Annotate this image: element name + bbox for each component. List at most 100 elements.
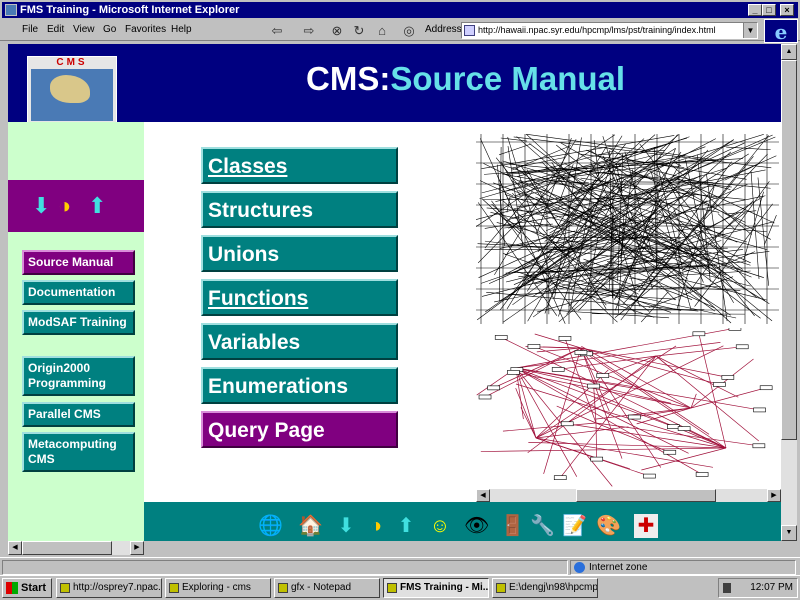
ie-window-icon[interactable] xyxy=(5,4,17,16)
tools-icon[interactable]: 🔧 xyxy=(530,515,555,537)
nav-icon-band xyxy=(8,180,144,232)
down-arrow-icon[interactable]: ⬇ xyxy=(32,193,51,218)
sidebar-item-parallel-cms[interactable]: Parallel CMS xyxy=(22,402,135,427)
address-input[interactable]: http://hawaii.npac.syr.edu/hpcmp/lms/pst… xyxy=(461,22,758,39)
classes-button[interactable]: Classes xyxy=(201,147,398,184)
frame-horizontal-scrollbar[interactable]: ◀ ▶ xyxy=(8,541,144,555)
scroll-thumb[interactable] xyxy=(22,541,112,555)
title-rest: Source Manual xyxy=(390,60,626,97)
palette-icon[interactable]: 🎨 xyxy=(596,515,621,537)
page-content: CMS CMS:Source Manual ⬇ ◑ ⬆ Source Manua… xyxy=(8,44,781,541)
windows-logo-icon xyxy=(6,582,18,594)
menu-go[interactable]: Go xyxy=(103,24,117,35)
task-label: Exploring - cms xyxy=(182,582,251,593)
variables-label: Variables xyxy=(208,331,301,354)
history-icon[interactable]: ◎ xyxy=(403,23,415,38)
scroll-right-icon[interactable]: ▶ xyxy=(767,489,781,502)
start-label: Start xyxy=(21,582,47,594)
task-exploring[interactable]: Exploring - cms xyxy=(165,578,271,598)
functions-button[interactable]: Functions xyxy=(201,279,398,316)
folder-icon xyxy=(169,583,179,593)
browser-window: FMS Training - Microsoft Internet Explor… xyxy=(0,0,800,577)
eye-icon[interactable]: 👁 xyxy=(464,515,490,537)
folder-icon xyxy=(496,583,506,593)
ie-icon xyxy=(387,583,397,593)
task-label: http://osprey7.npac.s... xyxy=(73,582,161,593)
sidebar-item-documentation[interactable]: Documentation xyxy=(22,280,135,305)
notepad-icon xyxy=(278,583,288,593)
task-osprey[interactable]: http://osprey7.npac.s... xyxy=(56,578,162,598)
scroll-right-icon[interactable]: ▶ xyxy=(130,541,144,555)
up-arrow-icon[interactable]: ⬆ xyxy=(397,515,415,537)
scroll-thumb[interactable] xyxy=(576,489,716,502)
sidebar-item-origin2000-programming[interactable]: Origin2000 Programming xyxy=(22,356,135,396)
title-bar[interactable]: FMS Training - Microsoft Internet Explor… xyxy=(2,2,798,18)
clock[interactable]: 12:07 PM xyxy=(750,582,793,593)
globe-icon[interactable]: 🌐 xyxy=(258,515,283,537)
color-wheel-icon[interactable]: ◑ xyxy=(58,193,72,218)
scroll-up-icon[interactable]: ▲ xyxy=(781,44,797,60)
window-title: FMS Training - Microsoft Internet Explor… xyxy=(20,4,240,16)
image-horizontal-scrollbar[interactable]: ◀ ▶ xyxy=(476,488,781,502)
functions-label: Functions xyxy=(208,287,309,310)
sidebar-item-source-manual[interactable]: Source Manual xyxy=(22,250,135,275)
scroll-left-icon[interactable]: ◀ xyxy=(476,489,490,502)
forward-icon[interactable]: ⇨ xyxy=(303,23,315,38)
home-icon[interactable]: 🏠 xyxy=(298,515,323,537)
sidebar-item-modsaf-training[interactable]: ModSAF Training xyxy=(22,310,135,335)
globe-icon xyxy=(574,562,585,573)
menu-view[interactable]: View xyxy=(73,24,95,35)
status-zone: Internet zone xyxy=(570,560,796,575)
task-fms-training[interactable]: FMS Training - Mi... xyxy=(383,578,489,598)
title-prefix: CMS: xyxy=(306,60,391,97)
ie-icon xyxy=(60,583,70,593)
header-band xyxy=(8,44,781,122)
query-page-button[interactable]: Query Page xyxy=(201,411,398,448)
smiley-icon[interactable]: ☺ xyxy=(429,515,451,537)
close-button[interactable]: × xyxy=(780,4,794,16)
task-label: FMS Training - Mi... xyxy=(400,582,489,593)
first-aid-icon[interactable]: ✚ xyxy=(634,514,658,538)
menu-favorites[interactable]: Favorites xyxy=(125,24,167,35)
home-icon[interactable]: ⌂ xyxy=(378,23,386,38)
door-icon[interactable]: 🚪 xyxy=(500,515,525,537)
variables-button[interactable]: Variables xyxy=(201,323,398,360)
ie-logo-icon: e xyxy=(764,19,798,44)
color-wheel-icon[interactable]: ◑ xyxy=(369,515,383,537)
menu-file[interactable]: File xyxy=(22,24,39,35)
scroll-down-icon[interactable]: ▼ xyxy=(781,525,797,541)
task-notepad[interactable]: gfx - Notepad xyxy=(274,578,380,598)
menu-edit[interactable]: Edit xyxy=(47,24,65,35)
page-vertical-scrollbar[interactable]: ▲ ▼ xyxy=(781,44,797,541)
call-graph-image xyxy=(476,328,779,488)
enumerations-label: Enumerations xyxy=(208,375,349,398)
class-hierarchy-graph xyxy=(476,134,779,324)
structures-button[interactable]: Structures xyxy=(201,191,398,228)
stop-icon[interactable]: ⊗ xyxy=(331,23,343,38)
query-page-label: Query Page xyxy=(208,419,325,442)
back-icon[interactable]: ⇦ xyxy=(271,23,283,38)
speaker-icon[interactable] xyxy=(723,583,731,593)
address-label: Address xyxy=(425,24,462,35)
task-explorer-path[interactable]: E:\dengj\n98\hpcmp... xyxy=(492,578,598,598)
scroll-thumb[interactable] xyxy=(781,60,797,440)
start-button[interactable]: Start xyxy=(2,578,52,598)
minimize-button[interactable]: _ xyxy=(748,4,762,16)
scroll-left-icon[interactable]: ◀ xyxy=(8,541,22,555)
task-label: gfx - Notepad xyxy=(291,582,352,593)
map-land-shape xyxy=(50,75,90,103)
up-arrow-icon[interactable]: ⬆ xyxy=(88,193,107,218)
unions-label: Unions xyxy=(208,243,280,266)
menu-help[interactable]: Help xyxy=(171,24,192,35)
unions-button[interactable]: Unions xyxy=(201,235,398,272)
notepad-icon[interactable]: 📝 xyxy=(562,515,587,537)
address-dropdown-icon[interactable]: ▼ xyxy=(743,23,757,38)
maximize-button[interactable]: □ xyxy=(762,4,776,16)
page-title: CMS:Source Manual xyxy=(306,60,625,98)
refresh-icon[interactable]: ↻ xyxy=(353,23,365,38)
enumerations-button[interactable]: Enumerations xyxy=(201,367,398,404)
down-arrow-icon[interactable]: ⬇ xyxy=(337,515,355,537)
sidebar-item-metacomputing-cms[interactable]: Metacomputing CMS xyxy=(22,432,135,472)
status-bar: Internet zone xyxy=(0,557,800,575)
task-label: E:\dengj\n98\hpcmp... xyxy=(509,582,598,593)
